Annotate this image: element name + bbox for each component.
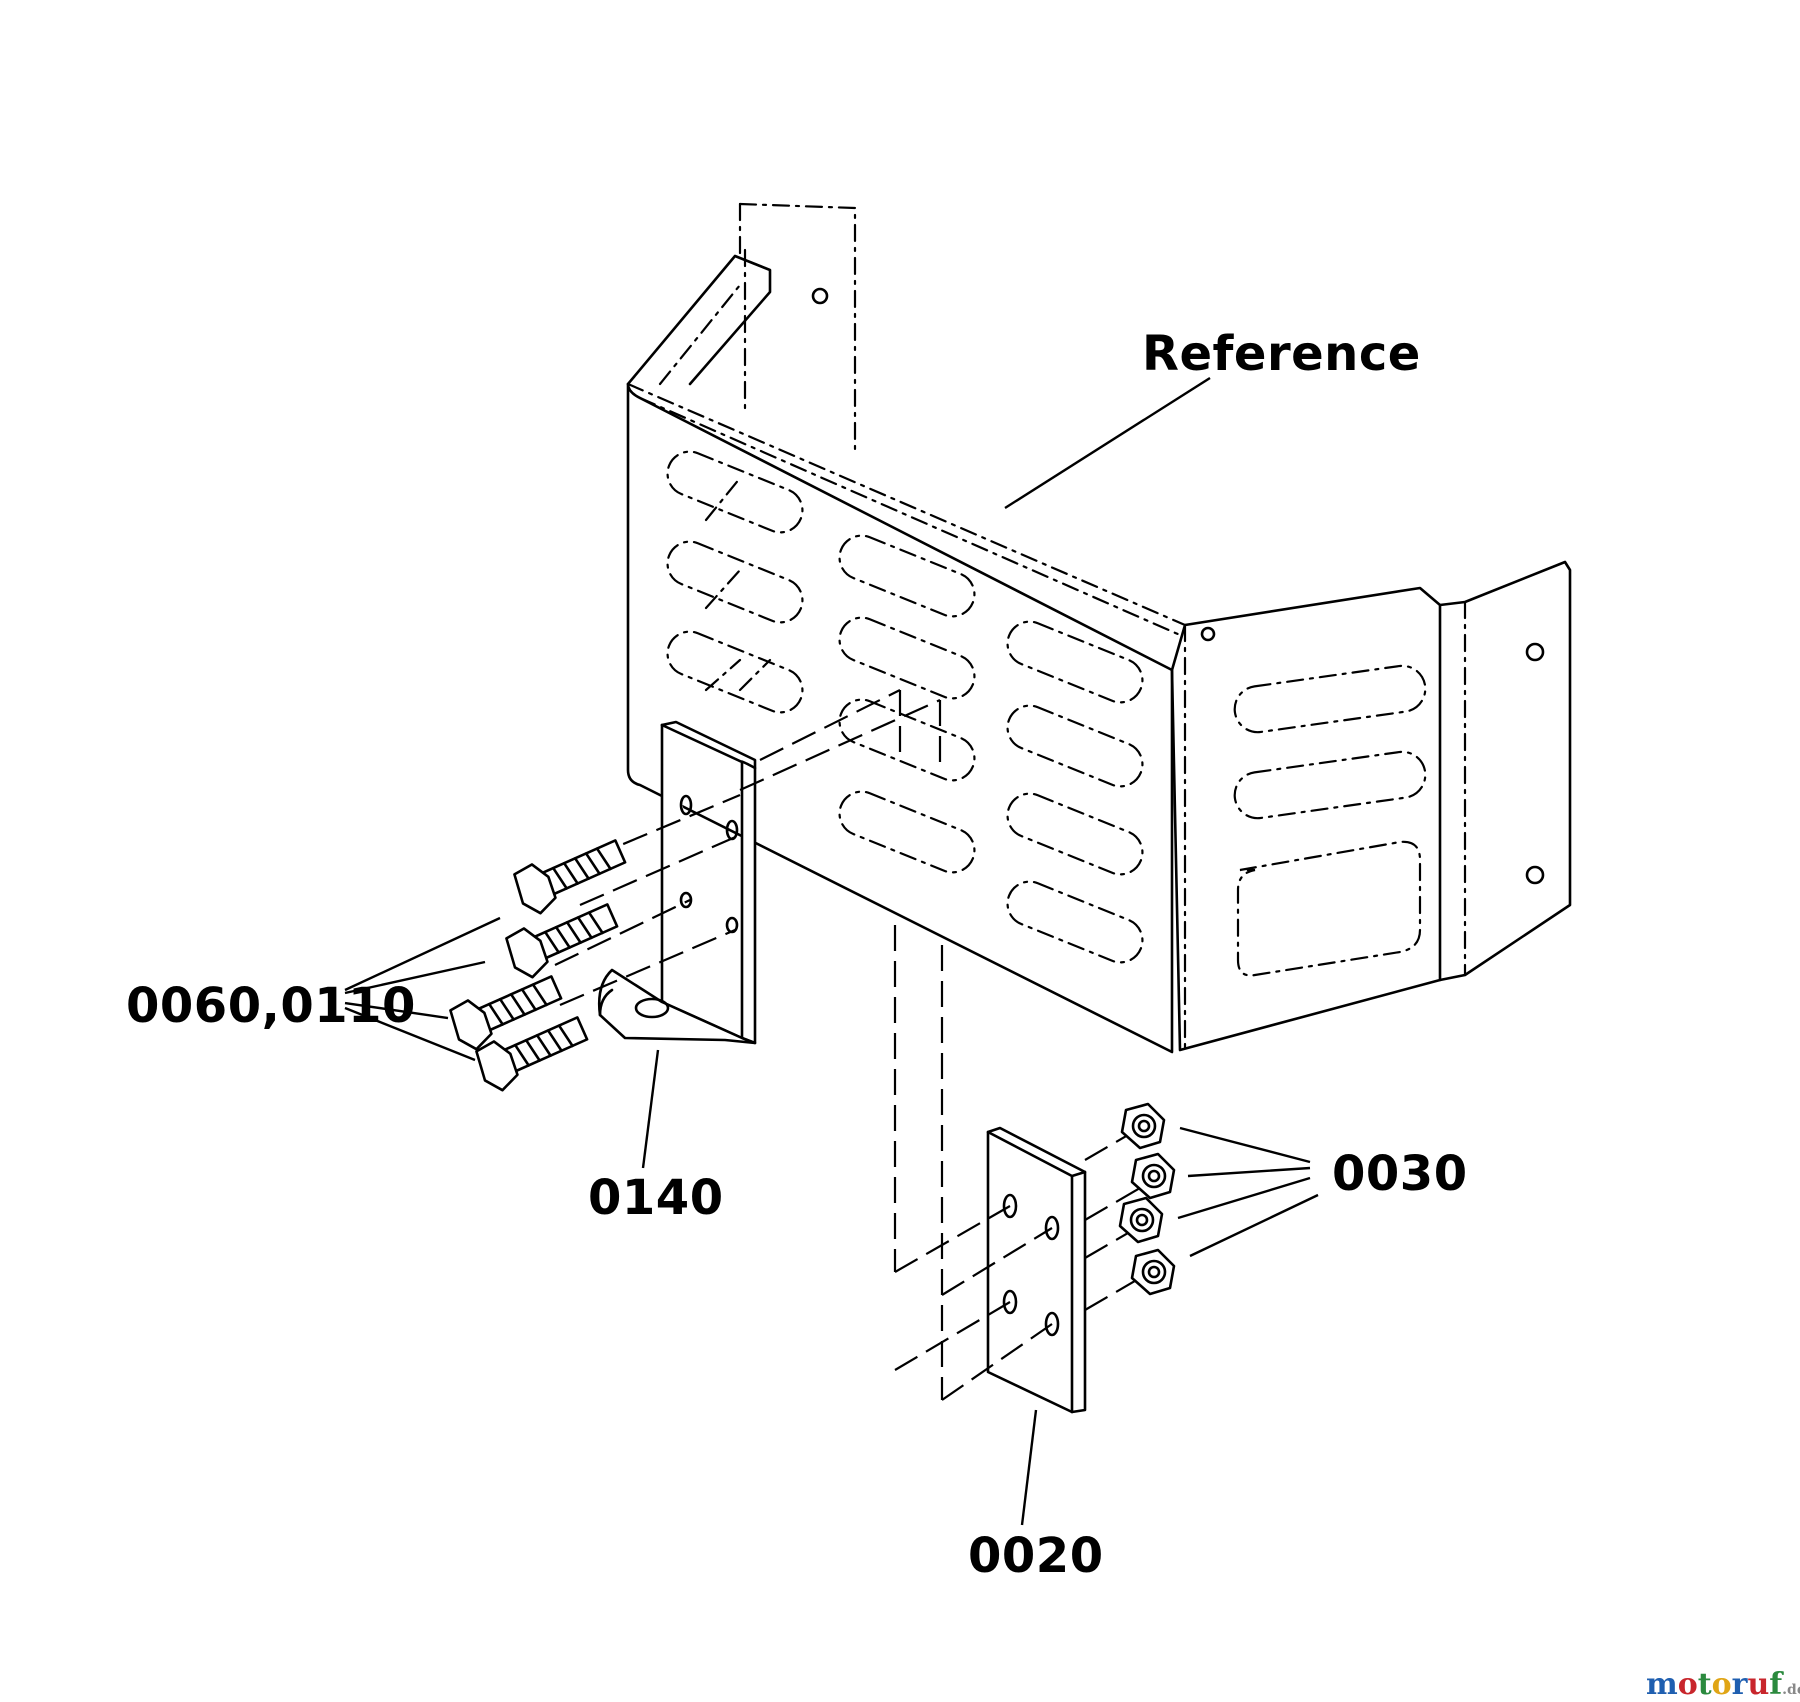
leader-nuts-4 [1189,1193,1319,1258]
bolt-4 [475,1016,589,1092]
leader-bolts-4 [344,1006,476,1062]
bolt-2 [505,903,619,979]
label-nuts: 0030 [1332,1146,1468,1202]
vent-slots-right-face [1233,664,1427,977]
bolt-3 [449,975,563,1051]
label-bolts: 0060,0110 [126,978,416,1034]
leader-lines [344,376,1319,1526]
nut-2 [1130,1152,1176,1200]
vent-slots-column-2 [838,534,976,874]
reference-panel [626,202,1572,1054]
leader-nuts-1 [1179,1126,1311,1164]
leader-bolts-3 [344,1001,449,1020]
leader-bolts-2 [344,960,486,995]
backing-plate-0020 [986,1126,1087,1414]
nut-4 [1130,1248,1176,1296]
label-bracket: 0140 [588,1170,724,1226]
leader-reference [1004,376,1211,510]
leader-bracket [641,1049,660,1169]
nut-3 [1118,1196,1164,1244]
l-bracket-0140 [597,720,757,1045]
label-reference: Reference [1142,326,1421,382]
watermark-logo: motoruf.de [1646,1667,1800,1702]
leader-bolts-1 [344,916,501,992]
leader-plate [1020,1409,1038,1526]
leader-nuts-3 [1177,1176,1311,1220]
nut-1 [1120,1102,1166,1150]
nut-set [1118,1102,1176,1296]
alignment-lines-bracket [554,689,944,1400]
bolt-set [449,839,627,1092]
vent-slots-column-3 [1006,620,1144,964]
leader-nuts-2 [1187,1166,1311,1178]
label-plate: 0020 [968,1528,1104,1584]
bolt-1 [513,839,627,915]
vent-slots-column-1 [666,450,804,714]
